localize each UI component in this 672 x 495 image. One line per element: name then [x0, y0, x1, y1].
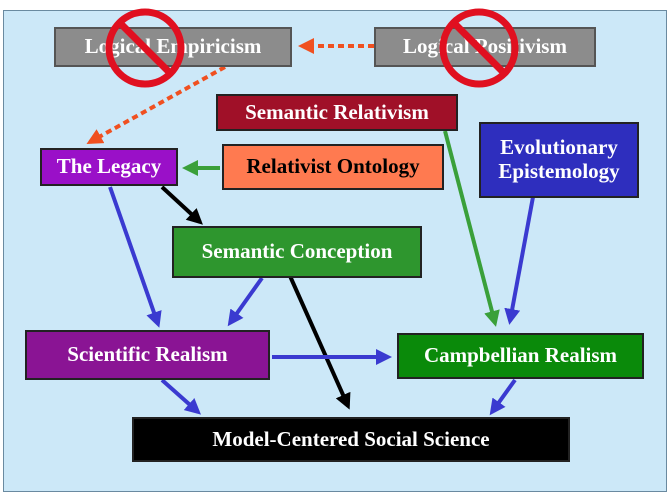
node-evolutionary-epistemology: Evolutionary Epistemology [479, 122, 639, 198]
node-campbellian-realism: Campbellian Realism [397, 333, 644, 379]
prohibition-sign-icon [439, 8, 519, 88]
arrow-scientific-to-model [160, 378, 201, 415]
arrow-evolutionary-to-campbellian [504, 196, 535, 325]
arrow-semantic-conception-to-model [288, 275, 351, 410]
node-relativist-ontology: Relativist Ontology [222, 144, 444, 190]
arrow-legacy-to-scientific-realism [108, 186, 162, 328]
node-semantic-relativism: Semantic Relativism [216, 94, 458, 131]
node-the-legacy: The Legacy [40, 148, 178, 186]
arrow-semantic-relativism-to-campbellian [443, 130, 500, 327]
prohibition-sign-icon [105, 8, 185, 88]
arrow-campbellian-to-model [489, 378, 517, 416]
node-logical-positivism: Logical Positivism [374, 27, 596, 67]
arrow-legacy-to-semantic-conception [160, 185, 203, 225]
node-scientific-realism: Scientific Realism [25, 330, 270, 380]
node-model-centered-social-science: Model-Centered Social Science [132, 417, 570, 462]
arrow-empiricism-to-legacy [86, 65, 226, 144]
node-semantic-conception: Semantic Conception [172, 226, 422, 278]
arrow-semantic-conception-to-scientific [227, 276, 264, 327]
